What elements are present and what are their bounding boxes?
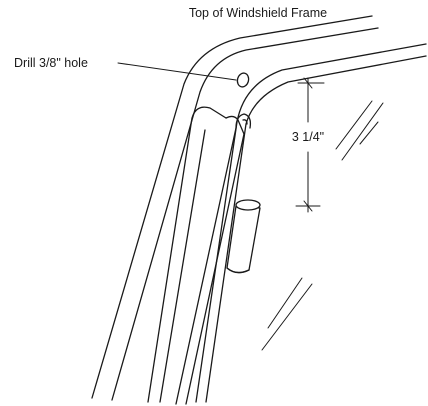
glass-reflection-marks [261, 100, 384, 351]
drill-leader-line [117, 62, 237, 81]
cylinder-spacer [226, 199, 261, 274]
handle-bar [147, 106, 245, 405]
handle-top-curl [235, 113, 252, 129]
windshield-frame-inner [195, 43, 427, 403]
dimension-label: 3 1/4" [292, 130, 324, 144]
windshield-frame-outer [91, 15, 379, 401]
drill-hole-label: Drill 3/8" hole [14, 56, 88, 70]
drill-hole [236, 72, 250, 88]
dimension-marker [295, 77, 325, 213]
frame-top-label: Top of Windshield Frame [189, 6, 327, 20]
